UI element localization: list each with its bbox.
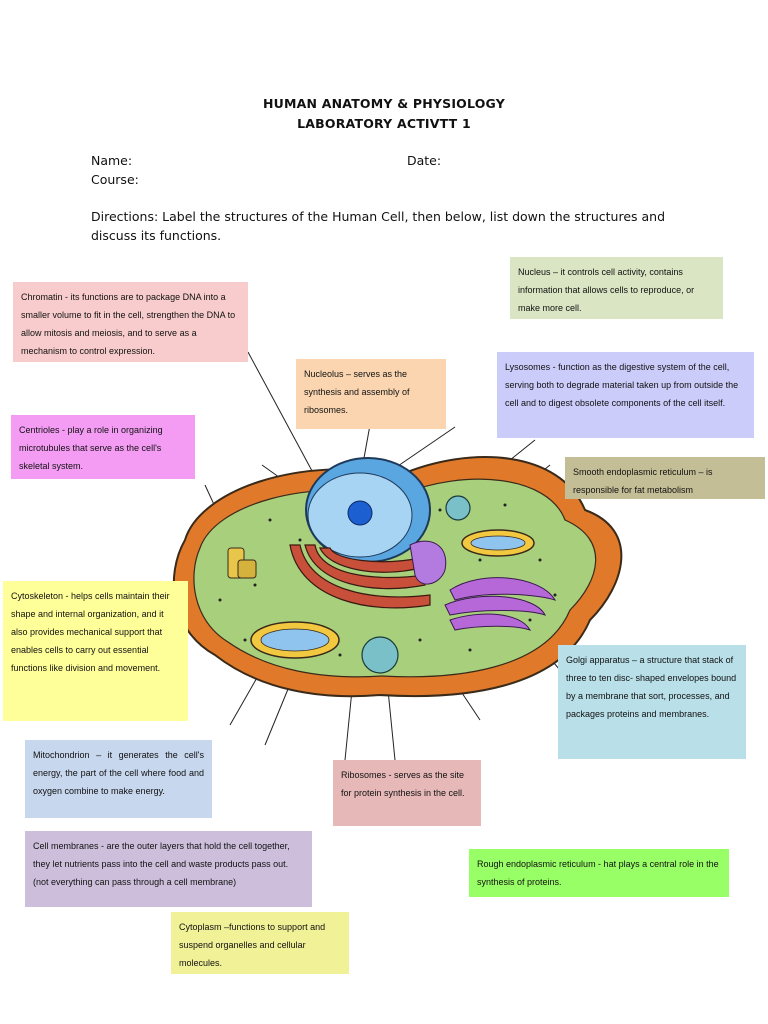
course-field-label: Course: [91,172,139,187]
date-field-label: Date: [407,153,442,168]
ribosomes-label-box: Ribosomes - serves as the site for prote… [333,760,481,826]
name-field-label: Name: [91,153,133,168]
nucleus-label-text: Nucleus – it controls cell activity, con… [518,267,695,313]
cytoskeleton-label-box: Cytoskeleton - helps cells maintain thei… [3,581,188,721]
smooth-er-label-box: Smooth endoplasmic reticulum – is respon… [565,457,765,499]
centrioles-label-box: Centrioles - play a role in organizing m… [11,415,195,479]
cell-membranes-label-text: Cell membranes - are the outer layers th… [33,841,290,887]
mitochondrion-label-box: Mitochondrion – it generates the cell's … [25,740,212,818]
mitochondrion-label-text: Mitochondrion – it generates the cell's … [33,750,204,796]
ribosomes-label-text: Ribosomes - serves as the site for prote… [341,770,465,798]
directions-text: Directions: Label the structures of the … [91,209,666,243]
cytoplasm-label-box: Cytoplasm –functions to support and susp… [171,912,349,974]
chromatin-label-text: Chromatin - its functions are to package… [21,292,236,356]
cell-membranes-label-box: Cell membranes - are the outer layers th… [25,831,312,907]
cytoskeleton-label-text: Cytoskeleton - helps cells maintain thei… [11,591,170,673]
golgi-label-text: Golgi apparatus – a structure that stack… [566,655,737,719]
nucleolus-label-text: Nucleolus – serves as the synthesis and … [304,369,410,415]
golgi-shape [444,577,557,631]
title-line-2: LABORATORY ACTIVTT 1 [297,116,471,131]
lysosomes-label-text: Lysosomes - function as the digestive sy… [505,362,739,408]
ribosome-dots [218,503,557,657]
nucleus-shape [305,457,431,563]
rough-er-shape [289,544,431,609]
mitochondrion-shapes [250,529,535,659]
smooth-er-shape [409,540,447,585]
chromatin-label-box: Chromatin - its functions are to package… [13,282,248,362]
rough-er-label-text: Rough endoplasmic reticulum - hat plays … [477,859,719,887]
cytoplasm-label-text: Cytoplasm –functions to support and susp… [179,922,326,968]
nucleolus-label-box: Nucleolus – serves as the synthesis and … [296,359,446,429]
nucleolus-shape [347,500,373,526]
nucleus-label-box: Nucleus – it controls cell activity, con… [510,257,723,319]
lysosome-shapes [361,495,471,674]
rough-er-label-box: Rough endoplasmic reticulum - hat plays … [469,849,729,897]
centrioles-label-text: Centrioles - play a role in organizing m… [19,425,163,471]
lysosomes-label-box: Lysosomes - function as the digestive sy… [497,352,754,438]
smooth-er-label-text: Smooth endoplasmic reticulum – is respon… [573,467,713,495]
centriole-shape [227,547,257,579]
golgi-label-box: Golgi apparatus – a structure that stack… [558,645,746,759]
title-line-1: HUMAN ANATOMY & PHYSIOLOGY [263,96,505,111]
